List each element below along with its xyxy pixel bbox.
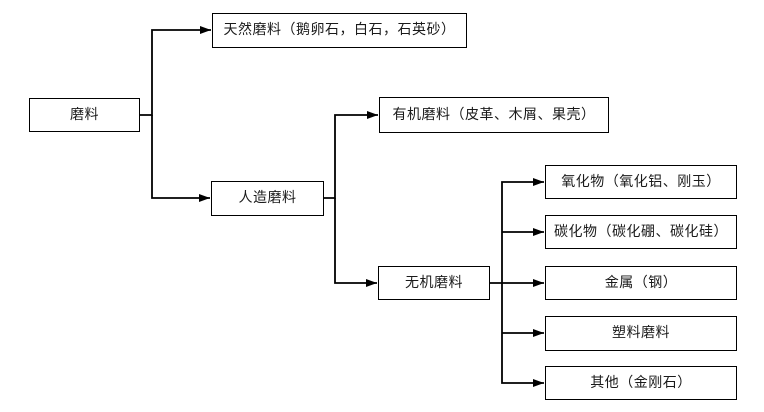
node-carbide-label: 碳化物（碳化硼、碳化硅） (554, 224, 728, 240)
edge-artificial-to-inorganic (334, 198, 377, 287)
node-inorganic-abrasive-label: 无机磨料 (405, 275, 463, 291)
node-abrasive-root: 磨料 (29, 98, 140, 132)
node-carbide: 碳化物（碳化硼、碳化硅） (545, 215, 737, 249)
node-metal: 金属（钢） (545, 266, 737, 300)
edge-inorganic-to-oxide (501, 178, 544, 283)
node-plastic-abrasive: 塑料磨料 (545, 316, 737, 351)
node-organic-abrasive: 有机磨料（皮革、木屑、果壳） (379, 97, 609, 133)
node-inorganic-abrasive: 无机磨料 (378, 266, 490, 300)
node-plastic-abrasive-label: 塑料磨料 (612, 326, 670, 341)
node-oxide-label: 氧化物（氧化铝、刚玉） (561, 174, 721, 190)
node-metal-label: 金属（钢） (604, 275, 678, 291)
node-organic-abrasive-label: 有机磨料（皮革、木屑、果壳） (392, 107, 596, 123)
edge-root-to-artificial (151, 115, 210, 202)
node-other-label: 其他（金刚石） (590, 375, 692, 391)
node-abrasive-root-label: 磨料 (70, 107, 99, 123)
node-artificial-abrasive: 人造磨料 (211, 181, 324, 216)
edge-artificial-to-organic (324, 111, 378, 199)
node-natural-abrasive: 天然磨料（鹅卵石，白石，石英砂） (212, 13, 467, 48)
node-artificial-abrasive-label: 人造磨料 (238, 191, 297, 206)
edge-root-to-natural (140, 26, 211, 116)
node-oxide: 氧化物（氧化铝、刚玉） (545, 165, 737, 199)
node-other: 其他（金刚石） (545, 366, 737, 400)
node-natural-abrasive-label: 天然磨料（鹅卵石，白石，石英砂） (223, 23, 456, 38)
edge-inorganic-to-other (501, 283, 544, 387)
connector-group (140, 26, 544, 387)
